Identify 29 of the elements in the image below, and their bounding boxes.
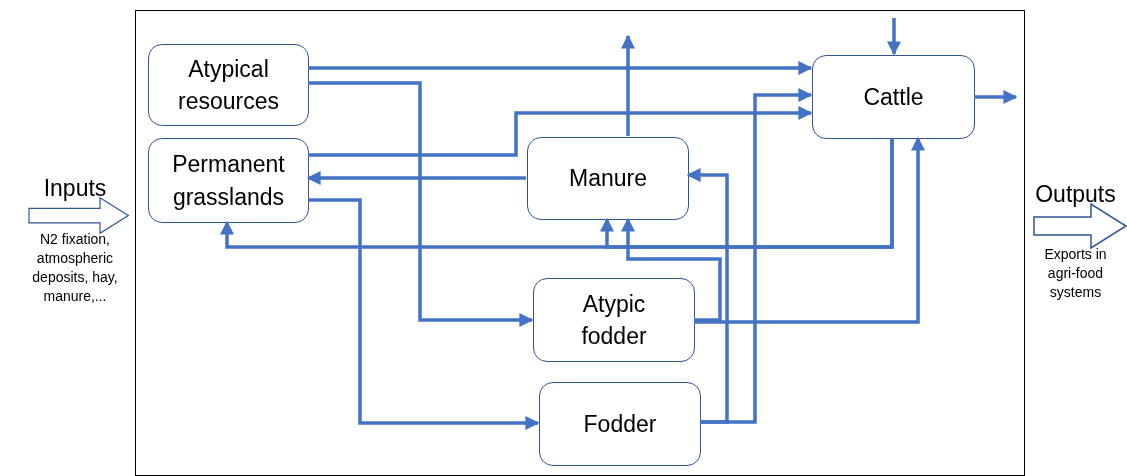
node-label: Atypical resources [177,54,280,116]
arrow [621,34,635,136]
arrow-label: Inputs [43,176,107,202]
process-box [148,44,309,126]
arrow [621,217,722,322]
arrow [694,136,925,324]
arrow-label: Outputs [1035,182,1116,208]
node-label: Cattle [863,82,924,112]
process-box [812,55,975,139]
arrow [308,198,540,430]
system-boundary-box [135,10,1025,476]
note-text: N2 fixation, atmospheric deposits, hay, manure,... [31,230,119,306]
arrow [308,61,813,75]
node-label: Fodder [583,409,657,439]
arrow [887,18,901,56]
arrow [700,88,813,424]
arrow [600,138,894,249]
arrow [308,81,534,327]
process-box [148,138,309,223]
note-text: Exports in agri-food systems [1043,245,1108,302]
process-box [533,278,695,362]
process-box [539,382,701,466]
node-label: Manure [569,164,647,194]
arrow [306,171,526,185]
node-label: Atypic fodder [580,289,648,351]
arrow [308,106,813,157]
process-box [527,137,689,220]
arrow [974,90,1018,104]
node-label: Permanent grasslands [171,150,286,212]
